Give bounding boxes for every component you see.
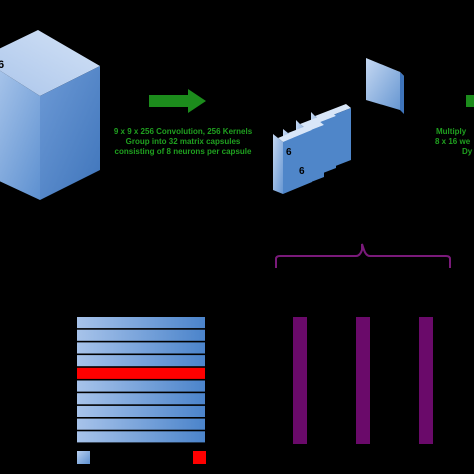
multiply-label: Multiply 8 x 16 we Dy	[424, 127, 474, 157]
stack-row	[77, 380, 205, 392]
capsule-label-1: 6	[286, 147, 292, 158]
capsule-plate	[273, 126, 312, 194]
convolution-label: 9 x 9 x 256 Convolution, 256 Kernels Gro…	[104, 127, 262, 157]
stack-row	[77, 317, 205, 329]
purple-bracket	[275, 243, 451, 268]
multiply-label-line-3: Dy	[462, 147, 473, 156]
capsule-label-2: 6	[299, 166, 305, 177]
arrow-2-shaft	[466, 95, 474, 107]
green-arrow-2	[466, 95, 474, 107]
purple-bar	[356, 317, 370, 444]
blue-square	[77, 451, 90, 464]
green-arrow-1	[149, 89, 206, 113]
convolution-label-line-3: consisting of 8 neurons per capsule	[114, 147, 252, 156]
stack-row	[77, 405, 205, 417]
purple-bar	[419, 317, 433, 444]
stack-row	[77, 431, 205, 443]
arrow-1-head	[188, 89, 206, 113]
cube-side-face	[40, 66, 100, 200]
stack-row	[77, 418, 205, 430]
stack-row	[77, 342, 205, 354]
input-volume-cube: 6	[0, 30, 100, 200]
multiply-label-line-1: Multiply	[436, 127, 467, 136]
stack-row	[77, 393, 205, 405]
purple-bar	[293, 317, 307, 444]
convolution-label-line-2: Group into 32 matrix capsules	[125, 137, 241, 146]
highlighted-row	[77, 367, 205, 379]
convolution-label-line-1: 9 x 9 x 256 Convolution, 256 Kernels	[113, 127, 253, 136]
row-stack	[77, 317, 205, 443]
stack-row	[77, 355, 205, 367]
multiply-label-line-2: 8 x 16 we	[435, 137, 471, 146]
cube-front-face	[0, 70, 40, 200]
capsule-plates: 6 6	[273, 104, 351, 194]
stack-row	[77, 329, 205, 341]
arrow-1-shaft	[149, 95, 189, 107]
single-capsule-plate	[366, 58, 404, 114]
cube-top-face	[0, 30, 100, 96]
cube-label: 6	[0, 59, 4, 71]
red-square	[193, 451, 206, 464]
purple-bars	[293, 317, 433, 444]
